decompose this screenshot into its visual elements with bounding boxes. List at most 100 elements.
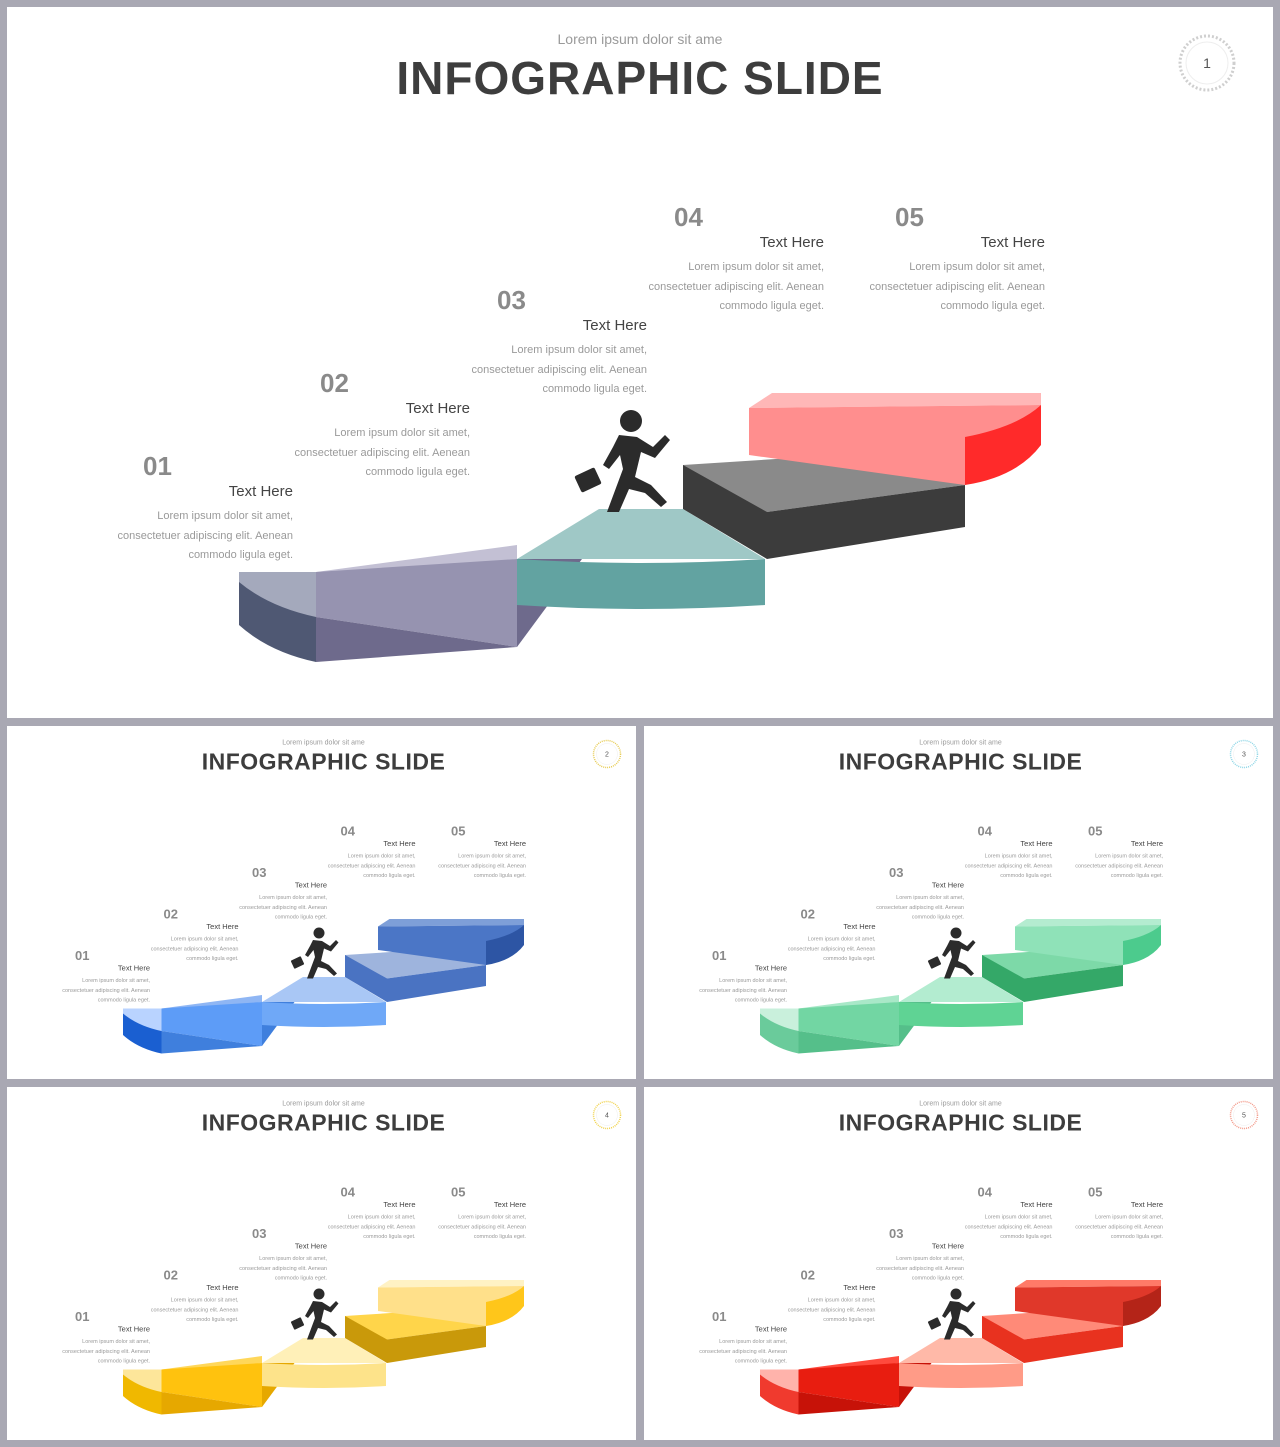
step-number: 04 bbox=[977, 1184, 992, 1200]
stair-step-1 bbox=[123, 1008, 162, 1054]
page-number: 4 bbox=[605, 1111, 609, 1119]
step-number: 05 bbox=[451, 823, 466, 839]
step-3: 03 Text Here Lorem ipsum dolor sit amet,… bbox=[471, 285, 677, 395]
stair-step-2 bbox=[316, 545, 582, 662]
step-heading: Text Here bbox=[754, 1325, 787, 1334]
step-description: Lorem ipsum dolor sit amet, consectetuer… bbox=[239, 894, 327, 921]
step-description: Lorem ipsum dolor sit amet, consectetuer… bbox=[876, 894, 964, 921]
badge-ring-icon bbox=[1229, 1100, 1259, 1130]
step-number: 03 bbox=[889, 1226, 904, 1241]
step-2: 02 Text Here Lorem ipsum dolor sit amet,… bbox=[294, 368, 500, 478]
step-number: 05 bbox=[1088, 823, 1103, 839]
step-description: Lorem ipsum dolor sit amet, consectetuer… bbox=[648, 261, 824, 312]
slide-subtitle: Lorem ipsum dolor sit ame bbox=[557, 31, 723, 47]
step-description: Lorem ipsum dolor sit amet, consectetuer… bbox=[1075, 1214, 1163, 1240]
step-number: 01 bbox=[712, 948, 727, 963]
step-number: 02 bbox=[320, 368, 349, 398]
slide-title: INFOGRAPHIC SLIDE bbox=[201, 748, 446, 775]
step-number: 02 bbox=[800, 1267, 815, 1283]
slide-1[interactable]: Lorem ipsum dolor sit ame INFOGRAPHIC SL… bbox=[7, 7, 1273, 718]
step-5: 05 Text Here Lorem ipsum dolor sit amet,… bbox=[438, 1185, 541, 1240]
step-3: 03 Text Here Lorem ipsum dolor sit amet,… bbox=[239, 865, 342, 920]
step-1: 01 Text Here Lorem ipsum dolor sit amet,… bbox=[699, 948, 802, 1003]
step-5: 05 Text Here Lorem ipsum dolor sit amet,… bbox=[1075, 1184, 1178, 1240]
slide-subtitle: Lorem ipsum dolor sit ame bbox=[282, 738, 365, 746]
slide-subtitle: Lorem ipsum dolor sit ame bbox=[919, 1099, 1002, 1107]
badge-ring-icon bbox=[1229, 739, 1259, 769]
step-number: 05 bbox=[1088, 1184, 1103, 1200]
step-3: 03 Text Here Lorem ipsum dolor sit amet,… bbox=[876, 865, 979, 920]
badge-ring-icon bbox=[1178, 34, 1236, 92]
step-description: Lorem ipsum dolor sit amet, consectetuer… bbox=[471, 344, 647, 395]
step-description: Lorem ipsum dolor sit amet, consectetuer… bbox=[62, 977, 150, 1004]
step-heading: Text Here bbox=[405, 400, 470, 417]
step-number: 03 bbox=[889, 865, 904, 880]
step-heading: Text Here bbox=[228, 483, 293, 500]
stair-step-5 bbox=[1015, 919, 1161, 965]
step-5: 05 Text Here Lorem ipsum dolor sit amet,… bbox=[869, 202, 1075, 312]
businessman-running-icon bbox=[290, 927, 339, 979]
step-description: Lorem ipsum dolor sit amet, consectetuer… bbox=[327, 853, 416, 879]
page-number: 2 bbox=[605, 750, 609, 758]
page-number: 1 bbox=[1203, 55, 1211, 71]
stair-step-1 bbox=[760, 1008, 799, 1054]
stairs-diagram bbox=[239, 393, 1041, 662]
stair-step-3 bbox=[899, 977, 1023, 1027]
step-heading: Text Here bbox=[759, 234, 824, 251]
step-heading: Text Here bbox=[206, 1283, 239, 1293]
step-heading: Text Here bbox=[980, 234, 1045, 251]
step-4: 04 Text Here Lorem ipsum dolor sit amet,… bbox=[328, 1184, 431, 1240]
step-heading: Text Here bbox=[1020, 839, 1053, 849]
step-number: 03 bbox=[497, 285, 526, 315]
step-5: 05 Text Here Lorem ipsum dolor sit amet,… bbox=[438, 823, 541, 879]
slide-title: INFOGRAPHIC SLIDE bbox=[838, 1109, 1083, 1136]
step-5: 05 Text Here Lorem ipsum dolor sit amet,… bbox=[1075, 823, 1178, 879]
step-number: 02 bbox=[800, 906, 815, 922]
businessman-running-icon bbox=[290, 1288, 339, 1340]
slide-subtitle: Lorem ipsum dolor sit ame bbox=[919, 738, 1002, 746]
step-number: 04 bbox=[340, 1184, 355, 1200]
step-1: 01 Text Here Lorem ipsum dolor sit amet,… bbox=[62, 948, 165, 1003]
stairs-diagram bbox=[123, 1280, 524, 1415]
slide-3[interactable]: Lorem ipsum dolor sit ame INFOGRAPHIC SL… bbox=[644, 726, 1273, 1079]
step-heading: Text Here bbox=[493, 839, 526, 849]
step-description: Lorem ipsum dolor sit amet, consectetuer… bbox=[438, 1214, 526, 1240]
businessman-running-icon bbox=[927, 1288, 976, 1340]
step-2: 02 Text Here Lorem ipsum dolor sit amet,… bbox=[788, 906, 891, 962]
step-description: Lorem ipsum dolor sit amet, consectetuer… bbox=[327, 1214, 416, 1240]
step-heading: Text Here bbox=[493, 1200, 526, 1210]
stairs-diagram bbox=[760, 919, 1161, 1054]
step-number: 01 bbox=[143, 451, 172, 481]
step-heading: Text Here bbox=[582, 317, 647, 334]
page-number-badge: 2 bbox=[592, 739, 622, 769]
stair-step-1 bbox=[239, 572, 316, 662]
step-heading: Text Here bbox=[931, 1242, 964, 1251]
step-heading: Text Here bbox=[1130, 1200, 1163, 1210]
slide-2[interactable]: Lorem ipsum dolor sit ame INFOGRAPHIC SL… bbox=[7, 726, 636, 1079]
stair-step-5 bbox=[378, 919, 524, 965]
step-description: Lorem ipsum dolor sit amet, consectetuer… bbox=[876, 1255, 964, 1282]
step-description: Lorem ipsum dolor sit amet, consectetuer… bbox=[787, 1297, 876, 1323]
slide-subtitle: Lorem ipsum dolor sit ame bbox=[282, 1099, 365, 1107]
stairs-diagram bbox=[760, 1280, 1161, 1415]
step-number: 01 bbox=[75, 1309, 90, 1324]
slide-5[interactable]: Lorem ipsum dolor sit ame INFOGRAPHIC SL… bbox=[644, 1087, 1273, 1440]
step-4: 04 Text Here Lorem ipsum dolor sit amet,… bbox=[328, 824, 431, 879]
step-heading: Text Here bbox=[754, 964, 787, 973]
step-3: 03 Text Here Lorem ipsum dolor sit amet,… bbox=[876, 1226, 979, 1281]
step-description: Lorem ipsum dolor sit amet, consectetuer… bbox=[964, 1214, 1053, 1240]
step-description: Lorem ipsum dolor sit amet, consectetuer… bbox=[294, 427, 470, 478]
step-heading: Text Here bbox=[206, 922, 239, 932]
step-heading: Text Here bbox=[843, 922, 876, 932]
stair-step-3 bbox=[899, 1338, 1023, 1388]
step-heading: Text Here bbox=[1020, 1200, 1053, 1210]
stair-step-3 bbox=[262, 977, 386, 1027]
step-4: 04 Text Here Lorem ipsum dolor sit amet,… bbox=[965, 1184, 1068, 1240]
step-number: 02 bbox=[163, 1267, 178, 1283]
slide-4[interactable]: Lorem ipsum dolor sit ame INFOGRAPHIC SL… bbox=[7, 1087, 636, 1440]
step-description: Lorem ipsum dolor sit amet, consectetuer… bbox=[964, 853, 1053, 879]
slide-title: INFOGRAPHIC SLIDE bbox=[838, 748, 1083, 775]
step-description: Lorem ipsum dolor sit amet, consectetuer… bbox=[117, 510, 293, 561]
stair-step-5 bbox=[1015, 1280, 1161, 1326]
step-heading: Text Here bbox=[931, 881, 964, 890]
